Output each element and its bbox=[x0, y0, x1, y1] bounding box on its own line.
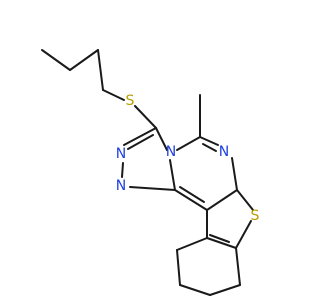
bond-n4-c5 bbox=[176, 136, 201, 151]
bond-butyl-c1-c2 bbox=[41, 49, 71, 71]
bond-ch2-ch2-a bbox=[209, 284, 241, 296]
atom-n-bridgehead: N bbox=[166, 144, 176, 160]
bond-n-upper-n-lower bbox=[121, 162, 124, 178]
bond-c3-n-upper bbox=[123, 127, 157, 146]
atom-s-thiophene: S bbox=[251, 208, 260, 224]
bond-butyl-c3-c4 bbox=[97, 49, 104, 91]
bond-s-c-triazole bbox=[134, 105, 157, 129]
bond-c5-n6-double bbox=[202, 143, 217, 152]
bond-c3-n4 bbox=[155, 127, 168, 151]
bond-c3-n-upper-double bbox=[127, 134, 154, 150]
bond-c6a-c9a bbox=[206, 189, 238, 211]
atom-s-thioether: S bbox=[126, 93, 135, 109]
bond-butyl-c2-c3 bbox=[69, 49, 99, 71]
bond-s-c4a bbox=[235, 220, 252, 249]
molecule-structure-diagram: S N N N N S bbox=[41, 49, 260, 296]
bond-c4a-ch2 bbox=[235, 247, 241, 286]
bond-c5-n6 bbox=[199, 136, 219, 146]
bond-c4a-c8a bbox=[206, 237, 237, 249]
atom-n-triazole-upper: N bbox=[116, 146, 126, 162]
bond-n6-c6a bbox=[231, 157, 238, 191]
atom-n-pyrimidine: N bbox=[219, 144, 229, 160]
bond-n-lower-c9b bbox=[129, 186, 176, 191]
atom-n-triazole-lower: N bbox=[116, 178, 126, 194]
bond-c6a-s bbox=[236, 189, 254, 211]
bond-ch2-c8a bbox=[176, 237, 208, 251]
bond-ch2-ch2-c bbox=[176, 249, 181, 286]
bond-c4a-c8a-double bbox=[209, 234, 230, 243]
bond-c9a-c9b bbox=[174, 189, 208, 211]
bond-n4-c9b bbox=[169, 159, 176, 191]
bond-c9a-c9b-double bbox=[179, 186, 205, 203]
bond-ch2-ch2-b bbox=[179, 284, 211, 296]
molecule-canvas: S N N N N S bbox=[41, 49, 260, 296]
bond-butyl-c4-s bbox=[102, 89, 125, 101]
